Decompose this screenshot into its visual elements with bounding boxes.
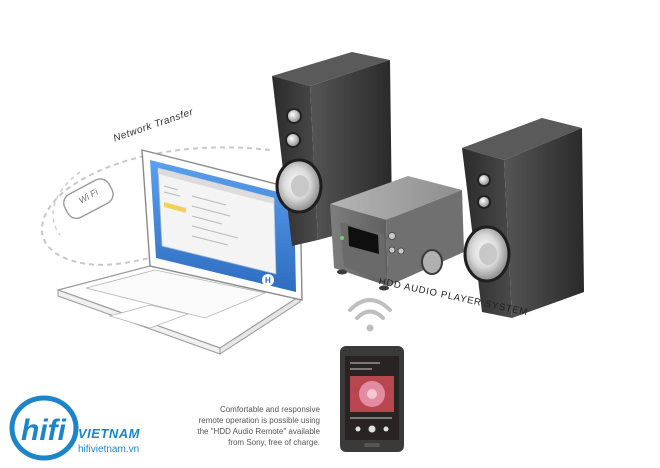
player-volume-knob-icon xyxy=(421,249,443,275)
player-button-1 xyxy=(388,232,396,240)
laptop-app-titlebar xyxy=(158,168,274,204)
player-foot-left xyxy=(337,269,347,275)
laptop-app-logo-icon xyxy=(262,274,274,286)
player-top xyxy=(330,176,462,220)
right-speaker-top xyxy=(462,118,582,160)
player-button-3 xyxy=(388,246,396,254)
laptop-app-highlight xyxy=(164,202,186,213)
left-speaker-tweeter-top-icon xyxy=(286,108,302,124)
caption-line: remote operation is possible using xyxy=(198,416,320,425)
caption-line: from Sony, free of charge. xyxy=(228,438,320,447)
smartphone xyxy=(340,346,404,452)
left-speaker-top xyxy=(272,52,390,86)
right-speaker-tweeter-icon xyxy=(477,195,491,209)
network-dashed-path xyxy=(41,146,271,266)
hifi-logo: hifi xyxy=(9,395,79,461)
right-speaker xyxy=(462,118,584,318)
laptop-app-rows xyxy=(163,185,239,246)
wireless-signal-icon xyxy=(348,298,392,332)
phone-home-button xyxy=(364,443,380,447)
laptop: H xyxy=(55,149,303,355)
wifi-icon xyxy=(63,178,114,220)
player-power-light xyxy=(340,236,344,240)
laptop-touchpad xyxy=(108,304,190,329)
caption-line: Comfortable and responsive xyxy=(219,405,320,414)
player-button-2 xyxy=(397,247,405,255)
laptop-app-logo-letter: H xyxy=(265,276,271,285)
left-speaker-tweeter-icon xyxy=(285,132,301,148)
player-display xyxy=(348,226,379,254)
logo-url: hifivietnam.vn xyxy=(78,444,140,455)
laptop-base-side xyxy=(219,295,301,355)
laptop-keyboard xyxy=(85,269,267,319)
player-foot-right xyxy=(379,285,389,291)
caption-text: Comfortable and responsive remote operat… xyxy=(170,404,320,448)
phone-controls xyxy=(355,425,389,433)
network-dashed-path-2 xyxy=(52,171,81,236)
logo-wordmark: VIETNAM xyxy=(78,426,140,441)
right-speaker-tweeter-top-icon xyxy=(477,173,491,187)
phone-text-rows xyxy=(350,362,392,419)
player-side xyxy=(386,190,464,286)
caption-line: the "HDD Audio Remote" available xyxy=(197,427,320,436)
hifi-logo-mark: hifi xyxy=(21,414,67,447)
hifi-logo-ring xyxy=(9,395,79,461)
right-speaker-side xyxy=(504,128,584,318)
hdd-audio-player xyxy=(330,176,464,291)
